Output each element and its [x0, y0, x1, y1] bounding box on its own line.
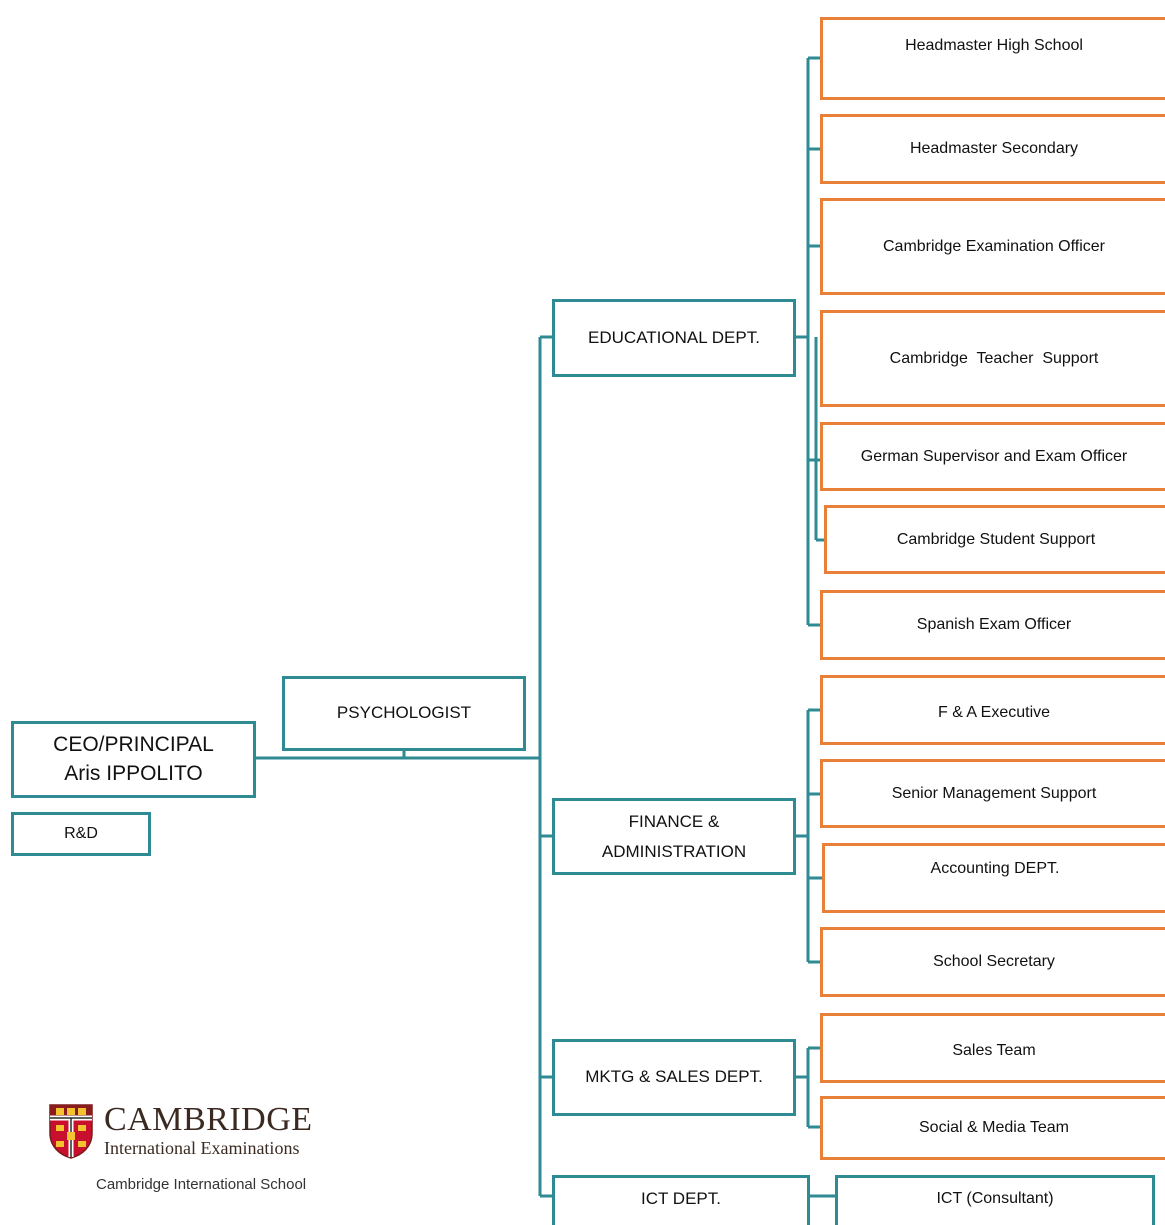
role-label: School Secretary [933, 953, 1055, 971]
finance-dept-box: FINANCE & ADMINISTRATION [552, 798, 796, 875]
role-label: Spanish Exam Officer [916, 616, 1072, 634]
ict-dept-box: ICT DEPT. [552, 1175, 810, 1225]
psychologist-label: PSYCHOLOGIST [336, 703, 472, 723]
role-sales-team: Sales Team [820, 1013, 1165, 1083]
marketing-dept-box: MKTG & SALES DEPT. [552, 1039, 796, 1116]
role-cambridge-examination-officer: Cambridge Examination Officer [820, 198, 1165, 295]
finance-dept-label-line1: FINANCE & [628, 811, 720, 831]
ceo-title: CEO/PRINCIPAL [53, 733, 214, 757]
role-label: Social & Media Team [919, 1119, 1069, 1137]
role-headmaster-secondary: Headmaster Secondary [820, 114, 1165, 184]
role-label: F & A Executive [937, 704, 1051, 721]
educational-dept-box: EDUCATIONAL DEPT. [552, 299, 796, 377]
rd-box: R&D [11, 812, 151, 856]
role-spanish-exam-officer: Spanish Exam Officer [820, 590, 1165, 660]
role-senior-management-support: Senior Management Support [820, 759, 1165, 828]
ceo-name: Aris IPPOLITO [64, 761, 203, 785]
role-school-secretary: School Secretary [820, 927, 1165, 997]
role-label: ICT (Consultant) [936, 1190, 1054, 1207]
role-label: German Supervisor and Exam Officer [860, 447, 1128, 465]
cambridge-crest-icon [49, 1104, 93, 1159]
school-name: Cambridge International School [96, 1176, 307, 1193]
psychologist-box: PSYCHOLOGIST [282, 676, 526, 751]
educational-dept-label: EDUCATIONAL DEPT. [588, 327, 760, 347]
role-label: Cambridge Examination Officer [882, 237, 1106, 255]
finance-dept-label-line2: ADMINISTRATION [601, 841, 747, 861]
role-label: Headmaster Secondary [909, 140, 1079, 158]
role-accounting-dept: Accounting DEPT. [822, 843, 1165, 913]
role-fa-executive: F & A Executive [820, 675, 1165, 745]
logo-wordmark: CAMBRIDGE [104, 1101, 313, 1138]
role-social-media-team: Social & Media Team [820, 1096, 1165, 1160]
rd-label: R&D [64, 825, 98, 843]
role-label: Accounting DEPT. [930, 860, 1060, 877]
ceo-box: CEO/PRINCIPAL Aris IPPOLITO [11, 721, 256, 798]
role-cambridge-student-support: Cambridge Student Support [824, 505, 1165, 574]
ict-dept-label: ICT DEPT. [641, 1189, 721, 1208]
marketing-dept-label: MKTG & SALES DEPT. [585, 1067, 763, 1087]
role-german-supervisor: German Supervisor and Exam Officer [820, 422, 1165, 491]
role-label: Senior Management Support [891, 784, 1097, 802]
role-label: Cambridge Teacher Support [889, 349, 1099, 367]
role-label: Sales Team [952, 1042, 1036, 1059]
role-label: Headmaster High School [905, 37, 1083, 54]
role-label: Cambridge Student Support [896, 530, 1096, 548]
role-cambridge-teacher-support: Cambridge Teacher Support [820, 310, 1165, 407]
role-headmaster-high-school: Headmaster High School [820, 17, 1165, 100]
logo-subtitle: International Examinations [104, 1138, 300, 1158]
role-ict-consultant: ICT (Consultant) [835, 1175, 1155, 1225]
